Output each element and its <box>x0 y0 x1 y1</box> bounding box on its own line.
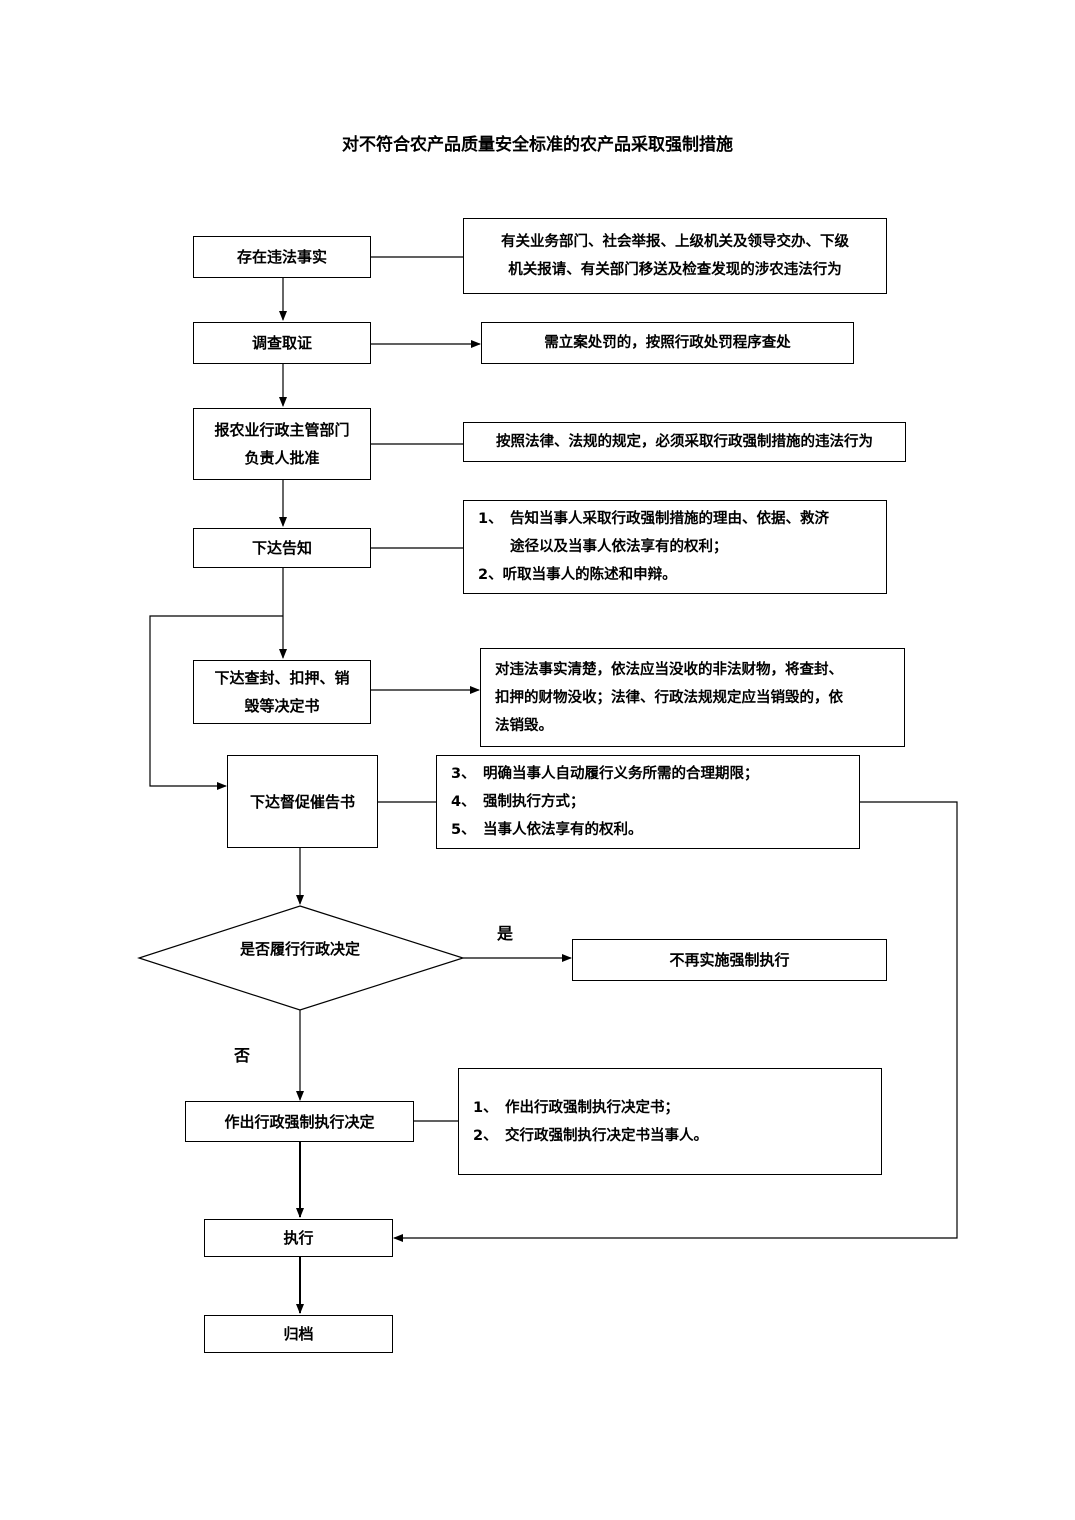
step-label-line2: 毁等决定书 <box>244 697 320 715</box>
arrow-n6-s8-loop <box>393 801 958 1242</box>
step-label: 执行 <box>283 1229 314 1247</box>
note-line2: 扣押的财物没收；法律、行政法规规定应当销毁的，依 <box>495 689 843 706</box>
note-line3: 法销毁。 <box>495 717 553 734</box>
step-archive: 归档 <box>204 1315 393 1353</box>
note-item-1: 1、告知当事人采取行政强制措施的理由、依据、救济 <box>478 505 886 533</box>
page-title: 对不符合农产品质量安全标准的农产品采取强制措施 <box>342 135 733 155</box>
item-number: 1、 <box>478 511 503 527</box>
note-enforcement-items: 1、作出行政强制执行决定书； 2、交行政强制执行决定书当事人。 <box>458 1068 882 1175</box>
step-label-line1: 报农业行政主管部门 <box>214 421 350 439</box>
step-label-line2: 负责人批准 <box>244 449 320 467</box>
item-number: 4、 <box>451 794 476 810</box>
step-urge-notice: 下达督促催告书 <box>227 755 378 848</box>
decision-diamond <box>137 905 465 1011</box>
step-label: 调查取证 <box>251 334 312 352</box>
item-number: 5、 <box>451 822 476 838</box>
note-line1: 对违法事实清楚，依法应当没收的非法财物，将查封、 <box>495 661 843 678</box>
step-label: 下达告知 <box>251 539 312 557</box>
step-approval: 报农业行政主管部门 负责人批准 <box>193 408 371 480</box>
step-enforcement-decision: 作出行政强制执行决定 <box>185 1101 414 1142</box>
note-item-1-cont: 途径以及当事人依法享有的权利； <box>510 539 728 555</box>
step-violation-exists: 存在违法事实 <box>193 236 371 278</box>
item-text: 当事人依法享有的权利。 <box>483 822 643 838</box>
step-label: 归档 <box>283 1325 314 1343</box>
yes-label: 是 <box>497 924 514 943</box>
note-sources: 有关业务部门、社会举报、上级机关及领导交办、下级 机关报请、有关部门移送及检查发… <box>463 218 887 294</box>
step-no-enforcement: 不再实施强制执行 <box>572 939 887 981</box>
step-label-line1: 下达查封、扣押、销 <box>214 669 350 687</box>
note-line2: 机关报请、有关部门移送及检查发现的涉农违法行为 <box>508 262 842 278</box>
decision-label: 是否履行行政决定 <box>239 940 360 958</box>
item-text: 明确当事人自动履行义务所需的合理期限； <box>483 766 759 782</box>
note-urge-items: 3、明确当事人自动履行义务所需的合理期限； 4、强制执行方式； 5、当事人依法享… <box>436 755 860 849</box>
note-penalty: 需立案处罚的，按照行政处罚程序查处 <box>481 322 854 364</box>
note-item-4: 4、强制执行方式； <box>451 788 859 816</box>
step-notify: 下达告知 <box>193 528 371 568</box>
item-text: 作出行政强制执行决定书； <box>505 1099 679 1116</box>
item-text: 告知当事人采取行政强制措施的理由、依据、救济 <box>510 511 829 527</box>
step-investigate: 调查取证 <box>193 322 371 364</box>
note-notify-items: 1、告知当事人采取行政强制措施的理由、依据、救济 途径以及当事人依法享有的权利；… <box>463 500 887 594</box>
note-confiscation: 对违法事实清楚，依法应当没收的非法财物，将查封、 扣押的财物没收；法律、行政法规… <box>480 648 905 747</box>
step-label: 下达督促催告书 <box>249 792 355 811</box>
note-item-2: 2、听取当事人的陈述和申辩。 <box>478 567 677 583</box>
item-text: 强制执行方式； <box>483 794 585 810</box>
step-label: 作出行政强制执行决定 <box>224 1112 375 1131</box>
note-item-2: 2、交行政强制执行决定书当事人。 <box>473 1122 881 1150</box>
note-legal-basis: 按照法律、法规的规定，必须采取行政强制措施的违法行为 <box>463 422 906 462</box>
step-seizure-decision: 下达查封、扣押、销 毁等决定书 <box>193 660 371 724</box>
item-number: 1、 <box>473 1099 498 1116</box>
item-text: 交行政强制执行决定书当事人。 <box>505 1127 708 1144</box>
note-item-1: 1、作出行政强制执行决定书； <box>473 1094 881 1122</box>
note-line1: 有关业务部门、社会举报、上级机关及领导交办、下级 <box>501 234 849 250</box>
note-item-3: 3、明确当事人自动履行义务所需的合理期限； <box>451 760 859 788</box>
arrow-s4-s6-loop <box>149 615 283 790</box>
step-execute: 执行 <box>204 1219 393 1257</box>
item-number: 2、 <box>473 1127 498 1144</box>
step-label: 不再实施强制执行 <box>669 951 790 969</box>
note-line: 需立案处罚的，按照行政处罚程序查处 <box>544 335 791 351</box>
note-line: 按照法律、法规的规定，必须采取行政强制措施的违法行为 <box>496 434 873 450</box>
no-label: 否 <box>234 1046 251 1065</box>
note-item-5: 5、当事人依法享有的权利。 <box>451 816 859 844</box>
step-label: 存在违法事实 <box>236 248 327 266</box>
item-number: 3、 <box>451 766 476 782</box>
